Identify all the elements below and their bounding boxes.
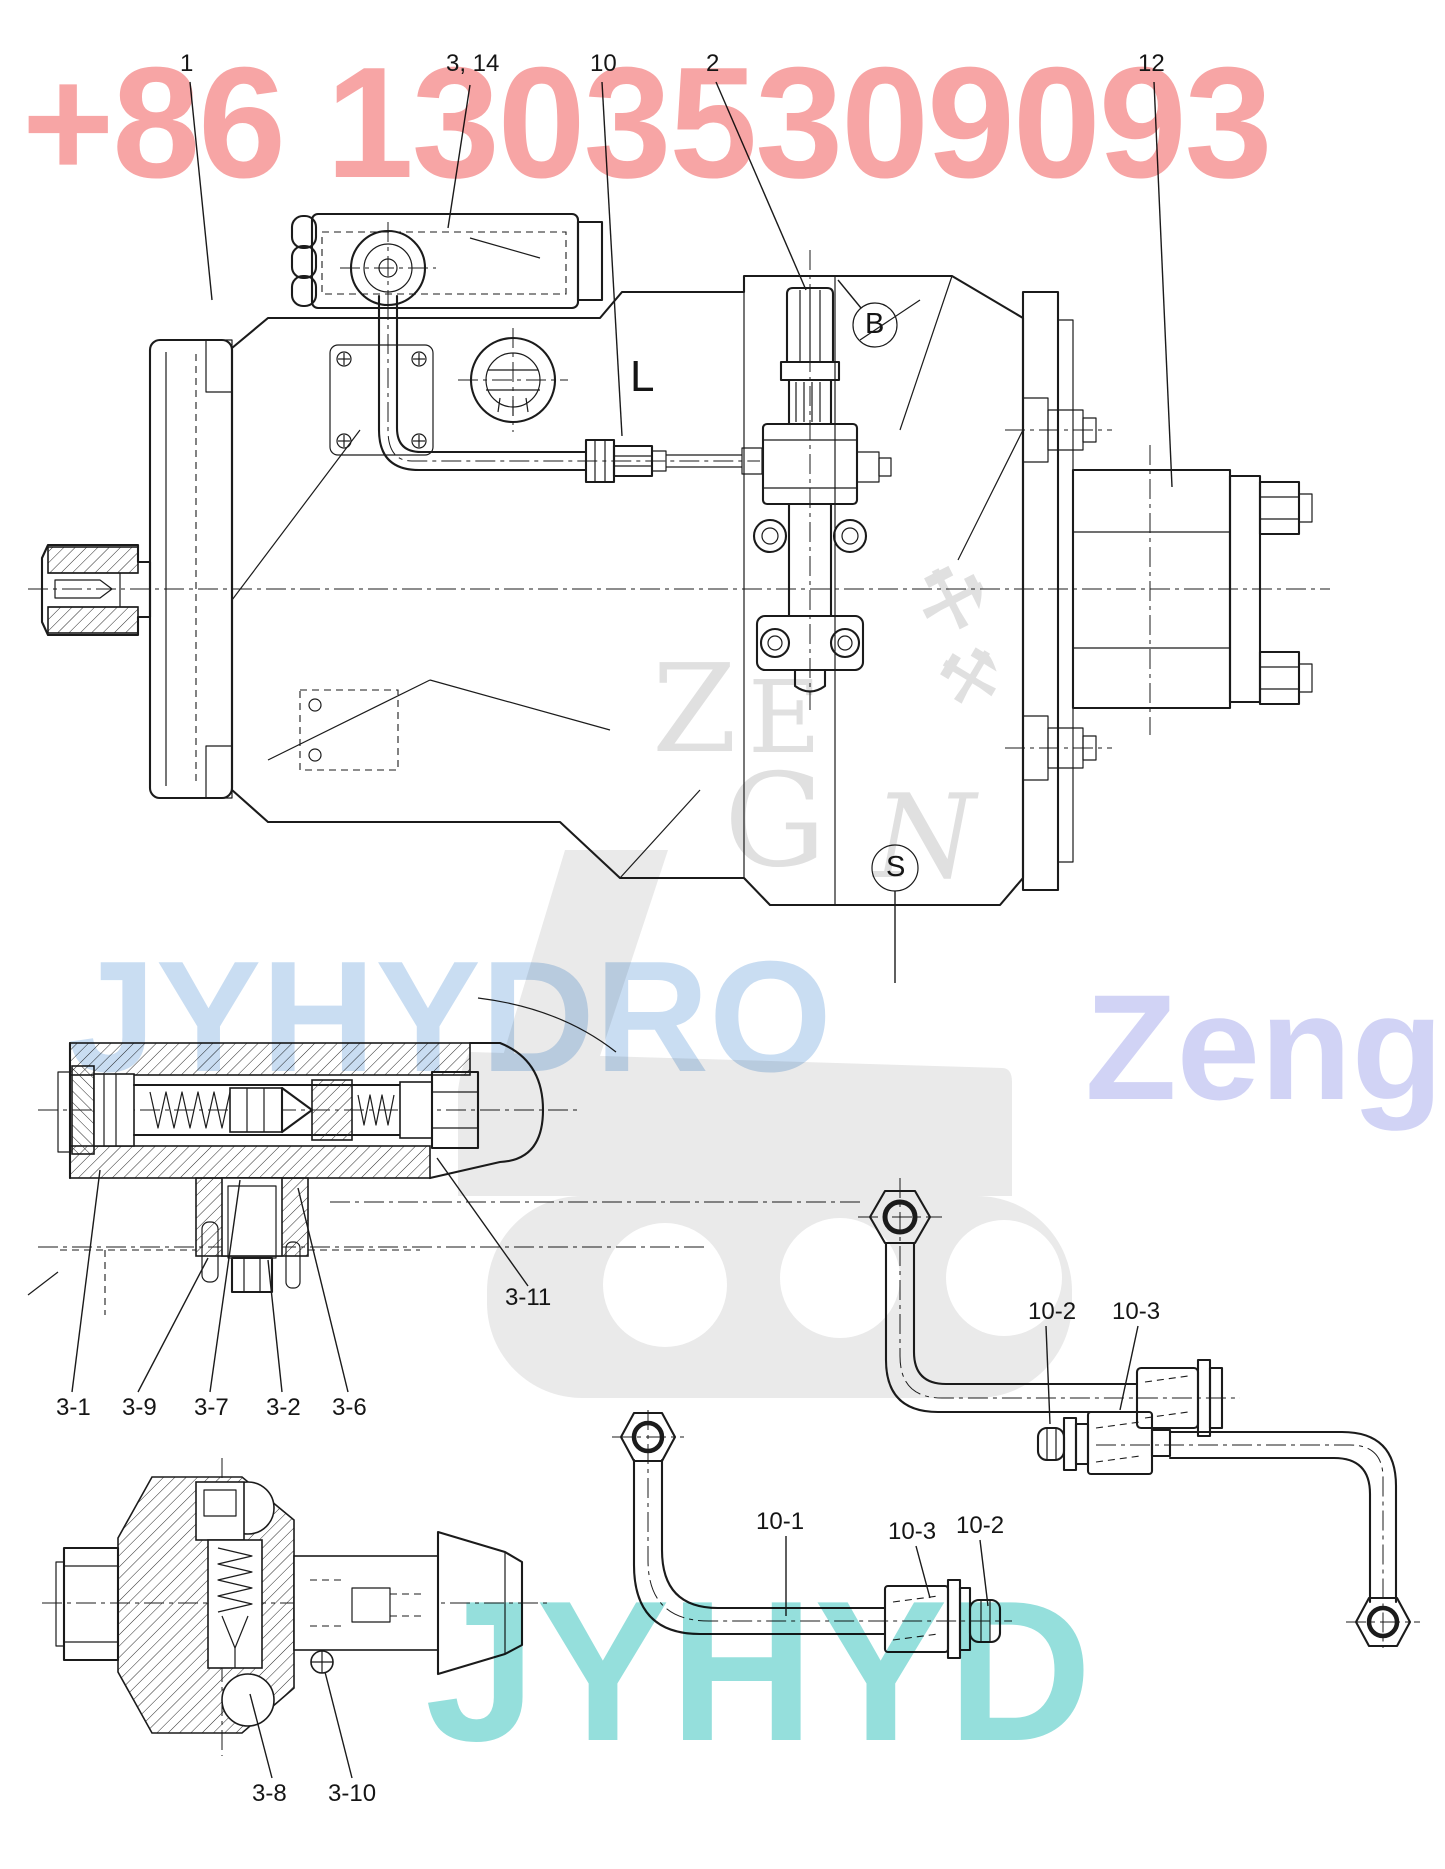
callout-2: 2 (706, 50, 720, 77)
watermark-brand-jyhyd: JYHYD (425, 1560, 1092, 1783)
watermark-phone-number: +86 13035309093 (22, 35, 1273, 211)
callout-3-1: 3-1 (56, 1394, 91, 1421)
port-s-marker (871, 844, 919, 983)
plate-screws (336, 351, 427, 449)
callout-pipe-10-3-top: 10-3 (1112, 1298, 1161, 1325)
callout-10: 10 (590, 50, 617, 77)
pipe-middle-bottom (612, 1410, 1012, 1660)
drive-shaft (40, 543, 152, 637)
pipe-top-right (858, 1178, 1240, 1438)
port-label-l: L (630, 352, 655, 401)
main-pump-assembly-view (28, 81, 1330, 983)
callout-3-7: 3-7 (194, 1394, 229, 1421)
watermark-gray-letter-z: Z (652, 638, 737, 780)
callout-3-6: 3-6 (332, 1394, 367, 1421)
callout-12: 12 (1138, 50, 1165, 77)
callout-3-9: 3-9 (122, 1394, 157, 1421)
callout-3-14: 3, 14 (446, 50, 500, 77)
section-spool-and-springs (132, 1070, 480, 1150)
mounting-flange (148, 338, 234, 800)
callout-3-11: 3-11 (505, 1284, 552, 1311)
callout-1: 1 (180, 50, 194, 77)
watermark-brand-zeng: Zeng (1085, 963, 1444, 1131)
section-bottom-leaders (249, 1671, 353, 1779)
port-label-b: B (865, 308, 885, 340)
callout-3-2: 3-2 (266, 1394, 301, 1421)
valve-body-cross-section-view (42, 1458, 548, 1779)
pipe-fitting-and-elbow-right (1036, 1410, 1420, 1648)
watermark-brand-jyhydro: JYHYDRO (68, 929, 832, 1105)
callout-pipe-10-2-top: 10-2 (1028, 1298, 1077, 1325)
section-mid-leaders (71, 1157, 529, 1393)
watermark-gray-letter-n: N (874, 770, 976, 905)
watermark-gray-letter-g: G (724, 747, 827, 896)
pilot-tube (377, 294, 763, 484)
pipe-assemblies (612, 1178, 1420, 1660)
relief-valve (752, 250, 892, 710)
valve-cross-section-view (27, 997, 862, 1393)
callout-3-10: 3-10 (328, 1780, 377, 1807)
watermark-excavator-silhouette (458, 850, 1072, 1398)
callout-pipe-10-2-mid: 10-2 (956, 1512, 1005, 1539)
section-bottom-stem (60, 1177, 420, 1315)
port-b-marker (837, 279, 898, 348)
top-valve-block (290, 212, 604, 318)
main-callout-leaders (189, 81, 1173, 488)
callout-pipe-10-1: 10-1 (756, 1508, 805, 1535)
gear-pump-section (1005, 290, 1313, 892)
port-label-s: S (886, 851, 906, 883)
callout-pipe-10-3-mid: 10-3 (888, 1518, 937, 1545)
section-left-plug (71, 1065, 135, 1155)
watermark-gray-letter-e: E (748, 659, 821, 776)
pipe-callout-leaders (785, 1325, 1139, 1616)
callout-3-8: 3-8 (252, 1780, 287, 1807)
oil-filler-cap (458, 328, 568, 432)
